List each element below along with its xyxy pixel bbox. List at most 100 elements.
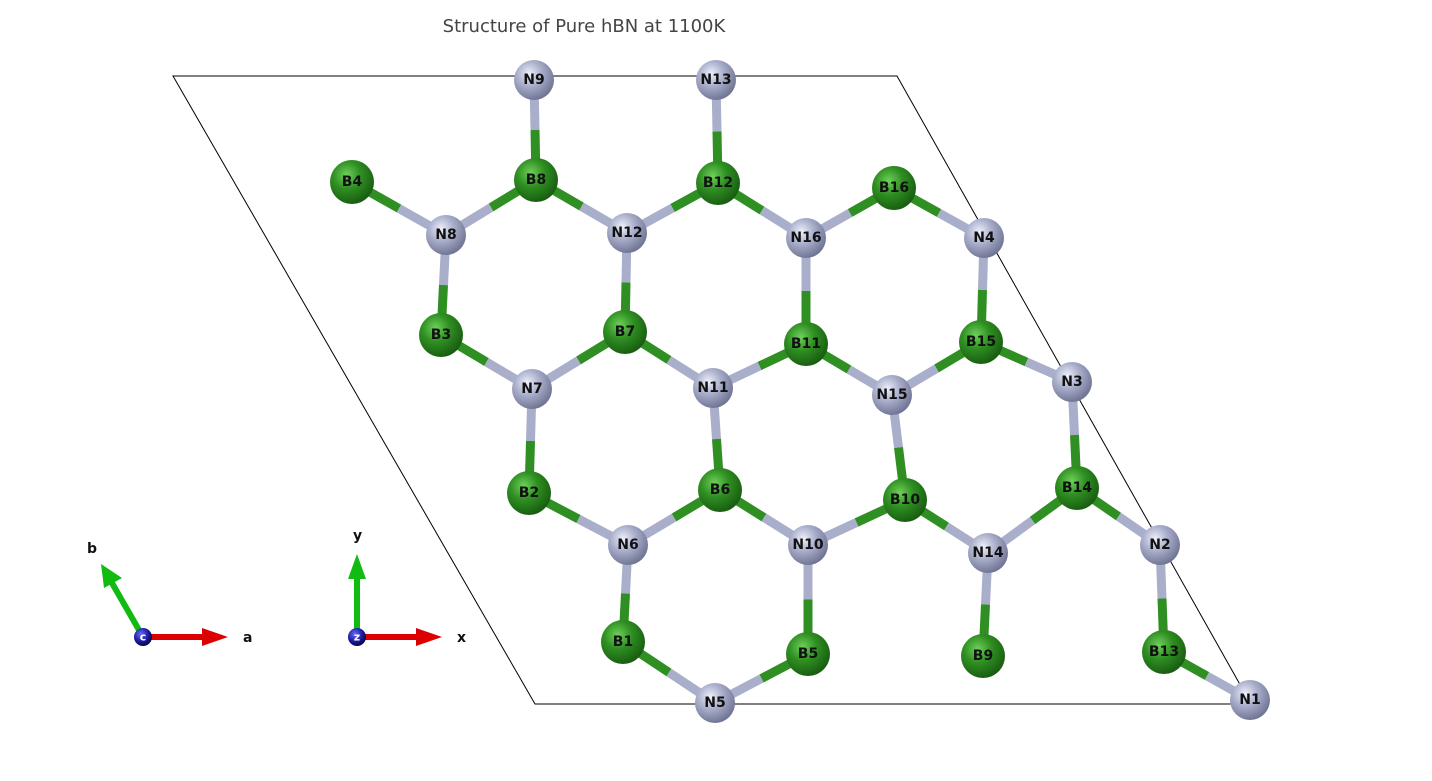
atom-label-B15: B15 — [966, 334, 996, 350]
atom-sphere-B6 — [698, 468, 742, 512]
atom-label-B4: B4 — [342, 174, 363, 190]
atom-B5: B5 — [786, 632, 830, 676]
atom-sphere-B8 — [514, 158, 558, 202]
atom-sphere-N4 — [964, 218, 1004, 258]
axis-c-label: c — [140, 631, 147, 644]
atom-label-N2: N2 — [1149, 537, 1170, 553]
axis-b-arrow — [109, 581, 146, 639]
atom-sphere-B14 — [1055, 466, 1099, 510]
atom-label-N16: N16 — [790, 230, 821, 246]
atom-B8: B8 — [514, 158, 558, 202]
atom-label-N10: N10 — [792, 537, 823, 553]
atom-label-N9: N9 — [523, 72, 544, 88]
atom-N12: N12 — [607, 213, 647, 253]
atom-sphere-B7 — [603, 310, 647, 354]
atom-N7: N7 — [512, 369, 552, 409]
atom-label-N6: N6 — [617, 537, 638, 553]
atom-label-B12: B12 — [703, 175, 733, 191]
atom-label-B14: B14 — [1062, 480, 1092, 496]
atom-sphere-N8 — [426, 215, 466, 255]
axis-a-label: a — [243, 630, 252, 646]
atom-B14: B14 — [1055, 466, 1099, 510]
atom-sphere-N11 — [693, 368, 733, 408]
atom-label-N4: N4 — [973, 230, 995, 246]
atom-label-B11: B11 — [791, 336, 821, 352]
atom-label-B13: B13 — [1149, 644, 1179, 660]
atom-sphere-B5 — [786, 632, 830, 676]
atom-label-N8: N8 — [435, 227, 456, 243]
axis-z-dot — [348, 628, 366, 646]
atom-N1: N1 — [1230, 680, 1270, 720]
atom-label-N1: N1 — [1239, 692, 1260, 708]
atom-sphere-N5 — [695, 683, 735, 723]
cartesian-axes-indicator: z x y — [348, 528, 466, 646]
axis-y-label: y — [353, 528, 362, 544]
atom-sphere-N3 — [1052, 362, 1092, 402]
atom-N16: N16 — [786, 218, 826, 258]
atom-label-B10: B10 — [890, 492, 920, 508]
atom-sphere-B3 — [419, 313, 463, 357]
atom-label-B1: B1 — [613, 634, 633, 650]
atom-sphere-N14 — [968, 533, 1008, 573]
atom-sphere-B1 — [601, 620, 645, 664]
bonds-layer — [349, 79, 1253, 707]
atom-N14: N14 — [968, 533, 1008, 573]
axis-b-label: b — [87, 541, 97, 557]
atom-sphere-B11 — [784, 322, 828, 366]
atom-B13: B13 — [1142, 630, 1186, 674]
atom-label-B16: B16 — [879, 180, 909, 196]
axis-c-dot — [134, 628, 152, 646]
atom-label-B2: B2 — [519, 485, 539, 501]
atom-B9: B9 — [961, 634, 1005, 678]
axis-x-arrowhead — [416, 628, 442, 646]
atom-label-B7: B7 — [615, 324, 635, 340]
atom-N2: N2 — [1140, 525, 1180, 565]
atom-B15: B15 — [959, 320, 1003, 364]
atom-sphere-N12 — [607, 213, 647, 253]
lattice-axes-indicator: c a b — [87, 541, 252, 646]
atom-label-B8: B8 — [526, 172, 546, 188]
atom-B12: B12 — [696, 161, 740, 205]
atom-label-B6: B6 — [710, 482, 730, 498]
atom-sphere-B10 — [883, 478, 927, 522]
atom-sphere-B9 — [961, 634, 1005, 678]
figure-title: Structure of Pure hBN at 1100K — [442, 16, 726, 37]
atom-N3: N3 — [1052, 362, 1092, 402]
atom-N5: N5 — [695, 683, 735, 723]
atom-B6: B6 — [698, 468, 742, 512]
atom-N15: N15 — [872, 375, 912, 415]
atom-B10: B10 — [883, 478, 927, 522]
atom-label-N15: N15 — [876, 387, 907, 403]
atom-sphere-B4 — [330, 160, 374, 204]
atom-sphere-N9 — [514, 60, 554, 100]
atom-B4: B4 — [330, 160, 374, 204]
atom-label-N5: N5 — [704, 695, 725, 711]
atom-sphere-N6 — [608, 525, 648, 565]
atom-sphere-N7 — [512, 369, 552, 409]
atom-N11: N11 — [693, 368, 733, 408]
atom-label-N14: N14 — [972, 545, 1003, 561]
atom-sphere-B15 — [959, 320, 1003, 364]
atom-sphere-N16 — [786, 218, 826, 258]
atom-label-B9: B9 — [973, 648, 993, 664]
atom-label-B5: B5 — [798, 646, 818, 662]
axis-b-arrowhead — [101, 564, 122, 588]
atom-B2: B2 — [507, 471, 551, 515]
atom-label-B3: B3 — [431, 327, 451, 343]
atom-label-N12: N12 — [611, 225, 642, 241]
atom-label-N3: N3 — [1061, 374, 1082, 390]
atom-B7: B7 — [603, 310, 647, 354]
atom-B16: B16 — [872, 166, 916, 210]
atom-N4: N4 — [964, 218, 1004, 258]
atom-sphere-N2 — [1140, 525, 1180, 565]
atom-B3: B3 — [419, 313, 463, 357]
atom-label-N11: N11 — [697, 380, 728, 396]
atom-label-N13: N13 — [700, 72, 731, 88]
atom-sphere-N15 — [872, 375, 912, 415]
atom-N6: N6 — [608, 525, 648, 565]
axis-y-arrowhead — [348, 554, 366, 579]
atom-N10: N10 — [788, 525, 828, 565]
atom-B1: B1 — [601, 620, 645, 664]
